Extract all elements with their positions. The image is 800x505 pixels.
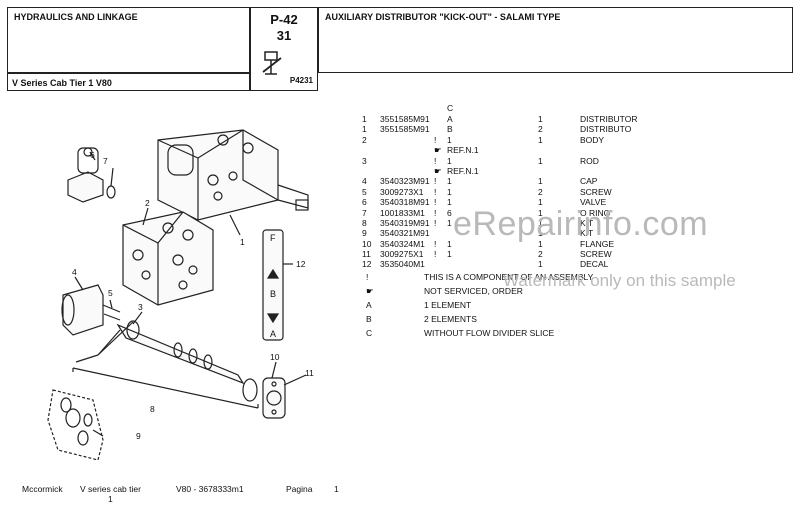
exploded-diagram: F B A <box>47 129 309 461</box>
callout-12: 12 <box>296 259 306 269</box>
decal-letter-a: A <box>270 329 276 339</box>
ref-code: P4231 <box>289 76 313 85</box>
decal-letter-f: F <box>270 233 276 243</box>
footer-page-num: 1 <box>334 484 339 494</box>
footer-brand: Mccormick <box>22 484 63 494</box>
seal-kit-shape <box>47 389 104 461</box>
footer-series: V series cab tier <box>80 484 141 494</box>
header-section-box: HYDRAULICS AND LINKAGE <box>7 7 250 73</box>
footer-page-label: Pagina <box>286 484 313 494</box>
tool-icon <box>262 51 282 75</box>
callout-3: 3 <box>138 302 143 312</box>
footer-series-sub: 1 <box>108 494 113 504</box>
callout-7: 7 <box>103 156 108 166</box>
page-code: P-42 <box>270 12 298 27</box>
watermark-notice: Watermark only on this sample <box>503 271 736 290</box>
callout-5: 5 <box>108 288 113 298</box>
column-header-c: C <box>447 103 454 113</box>
page-sub: 31 <box>276 28 292 43</box>
decal-letter-b: B <box>270 289 276 299</box>
hand-pointer-icon: ☛ <box>434 165 442 176</box>
series-title: V Series Cab Tier 1 V80 <box>12 78 112 88</box>
body-middle-shape <box>122 211 214 306</box>
callout-11: 11 <box>305 368 314 378</box>
header-page-box: P-42 31 P4231 <box>250 7 318 91</box>
header-series-box: V Series Cab Tier 1 V80 <box>7 73 250 91</box>
callout-10: 10 <box>270 352 280 362</box>
callout-9: 9 <box>136 431 141 441</box>
assembly-title: AUXILIARY DISTRIBUTOR "KICK-OUT" - SALAM… <box>325 12 561 22</box>
callout-2: 2 <box>145 198 150 208</box>
callout-6: 6 <box>90 150 95 160</box>
decal-shape <box>262 229 284 341</box>
watermark-site: eRepairinfo.com <box>453 205 709 243</box>
header-assembly-box: AUXILIARY DISTRIBUTOR "KICK-OUT" - SALAM… <box>318 7 793 73</box>
callout-4: 4 <box>72 267 77 277</box>
section-title: HYDRAULICS AND LINKAGE <box>14 12 138 22</box>
callout-1: 1 <box>240 237 245 247</box>
rod-shape <box>116 323 245 385</box>
callout-8: 8 <box>150 404 155 414</box>
hand-pointer-icon: ☛ <box>434 145 442 156</box>
hand-pointer-icon: ☛ <box>366 286 374 296</box>
footer-model: V80 - 3678333m1 <box>176 484 244 494</box>
